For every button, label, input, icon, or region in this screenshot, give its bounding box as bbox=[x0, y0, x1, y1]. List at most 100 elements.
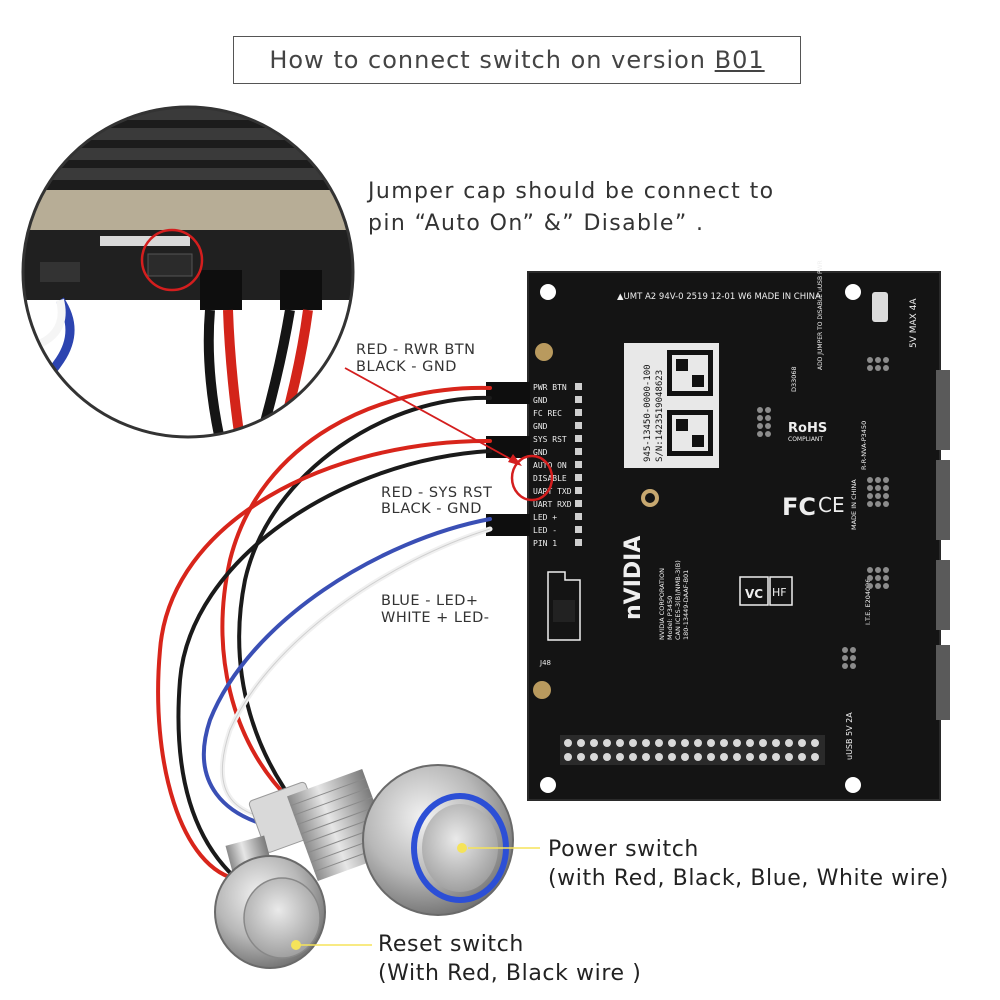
gpio-pin bbox=[746, 753, 754, 761]
nvidia-corp: NVIDIA CORPORATION bbox=[658, 568, 666, 640]
gpio-pin bbox=[590, 739, 598, 747]
sys-rst-connector bbox=[486, 436, 530, 458]
gpio-pin bbox=[759, 739, 767, 747]
header-pin-label: DISABLE bbox=[533, 474, 567, 483]
label-led-white: WHITE + LED- bbox=[381, 610, 490, 626]
serial-number-2: S/N:1423519048623 bbox=[655, 370, 665, 462]
gpio-pin bbox=[629, 739, 637, 747]
board: ▲UMT A2 94V-0 2519 12-01 W6 MADE IN CHIN… bbox=[486, 260, 950, 801]
gpio-pin bbox=[577, 739, 585, 747]
power-switch bbox=[248, 764, 514, 916]
j48-label: J48 bbox=[539, 659, 551, 667]
vcci-logo: VC bbox=[745, 587, 763, 601]
header-pin-label: PIN 1 bbox=[533, 539, 557, 548]
header-pin bbox=[575, 461, 582, 468]
gpio-pin bbox=[772, 753, 780, 761]
power-switch-desc: (with Red, Black, Blue, White wire) bbox=[548, 866, 949, 891]
board-r-code: R-R-NVA-P3450 bbox=[860, 421, 868, 470]
serial-number-1: 945-13450-0000-100 bbox=[643, 364, 653, 462]
header-pin bbox=[575, 539, 582, 546]
pointer-line bbox=[344, 367, 517, 463]
wire-pwr-red bbox=[220, 385, 492, 802]
gpio-pin bbox=[746, 739, 754, 747]
usb-rating: uUSB 5V 2A bbox=[845, 712, 854, 760]
usb-port-1 bbox=[936, 370, 950, 450]
header-pin-label: UART RXD bbox=[533, 500, 572, 509]
gpio-pin bbox=[720, 739, 728, 747]
board-highlight-circle bbox=[510, 454, 554, 502]
nvidia-brand: nVIDIA bbox=[621, 536, 646, 620]
gpio-pin bbox=[772, 739, 780, 747]
gpio-pin bbox=[564, 753, 572, 761]
wire-led-white-edge bbox=[221, 528, 491, 821]
barrel-jack-pin bbox=[872, 292, 888, 322]
zoom-inset bbox=[21, 105, 355, 439]
fc-logo: FC bbox=[782, 493, 816, 521]
header-pin bbox=[575, 383, 582, 390]
header-pin bbox=[575, 487, 582, 494]
label-rst-red: RED - SYS RST bbox=[381, 485, 493, 501]
heatsink-fins bbox=[23, 120, 353, 190]
board-ite: I.T.E. E204096 bbox=[864, 579, 872, 625]
led-connector bbox=[486, 514, 530, 536]
pointer-arrowhead bbox=[508, 454, 522, 466]
board-can: CAN ICES-3(B)/NMB-3(B) bbox=[674, 560, 682, 640]
header-pin bbox=[575, 409, 582, 416]
power-switch-pointer-dot bbox=[457, 843, 467, 853]
hf-logo: HF bbox=[772, 586, 787, 599]
power-rating: 5V MAX 4A bbox=[909, 298, 919, 348]
header-pin-label: PWR BTN bbox=[533, 383, 567, 392]
reset-switch-title: Reset switch bbox=[378, 932, 524, 957]
gpio-pin bbox=[590, 753, 598, 761]
gpio-pin bbox=[616, 753, 624, 761]
jumper-note-line1: Jumper cap should be connect to bbox=[368, 179, 775, 204]
header-pin bbox=[575, 513, 582, 520]
header-pin bbox=[575, 422, 582, 429]
pwr-btn-connector bbox=[486, 382, 530, 404]
rohs-logo: RoHS bbox=[788, 421, 827, 436]
power-switch-callout: Power switch (with Red, Black, Blue, Whi… bbox=[548, 835, 949, 893]
gpio-pin bbox=[694, 739, 702, 747]
usb-port-2 bbox=[936, 460, 950, 540]
gpio-pin bbox=[564, 739, 572, 747]
gpio-pin bbox=[707, 753, 715, 761]
header-pin-label: FC REC bbox=[533, 409, 562, 418]
label-pwr-red: RED - RWR BTN bbox=[356, 342, 476, 358]
board-part-number: 180-13449-DAAF-B01 bbox=[682, 570, 690, 640]
gpio-pin bbox=[811, 739, 819, 747]
header-pin-label: LED + bbox=[533, 513, 557, 522]
made-in-china: MADE IN CHINA bbox=[850, 479, 858, 530]
title-text: How to connect switch on version bbox=[269, 46, 715, 74]
rohs-compliant: COMPLIANT bbox=[788, 436, 823, 443]
board-model: Model: P3450 bbox=[666, 596, 674, 640]
wire-led-blue bbox=[201, 517, 492, 832]
header-pin bbox=[575, 396, 582, 403]
gpio-pin bbox=[681, 753, 689, 761]
gpio-pin bbox=[785, 739, 793, 747]
wire-pwr-black bbox=[237, 395, 492, 812]
title-box: How to connect switch on version B01 bbox=[233, 36, 801, 84]
gpio-pin bbox=[603, 753, 611, 761]
jumper-note: Jumper cap should be connect to pin “Aut… bbox=[368, 176, 838, 240]
label-led-blue: BLUE - LED+ bbox=[381, 593, 479, 609]
header-pin bbox=[575, 474, 582, 481]
inset-highlight-circle bbox=[140, 228, 204, 292]
label-pwr-black: BLACK - GND bbox=[356, 359, 457, 375]
hdmi-port bbox=[936, 645, 950, 720]
gpio-pin bbox=[707, 739, 715, 747]
header-pin-label: GND bbox=[533, 396, 548, 405]
gpio-pin bbox=[655, 753, 663, 761]
gpio-pin bbox=[733, 739, 741, 747]
board-id-code: D33068 bbox=[790, 366, 798, 392]
wire-rst-red bbox=[156, 438, 492, 882]
gpio-pin bbox=[603, 739, 611, 747]
header-pin-label: UART TXD bbox=[533, 487, 572, 496]
gpio-pin bbox=[616, 739, 624, 747]
board-pads bbox=[757, 357, 889, 669]
title-version: B01 bbox=[714, 46, 765, 74]
gpio-pin bbox=[577, 753, 585, 761]
gpio-pin bbox=[655, 739, 663, 747]
usb-port-3 bbox=[936, 560, 950, 630]
